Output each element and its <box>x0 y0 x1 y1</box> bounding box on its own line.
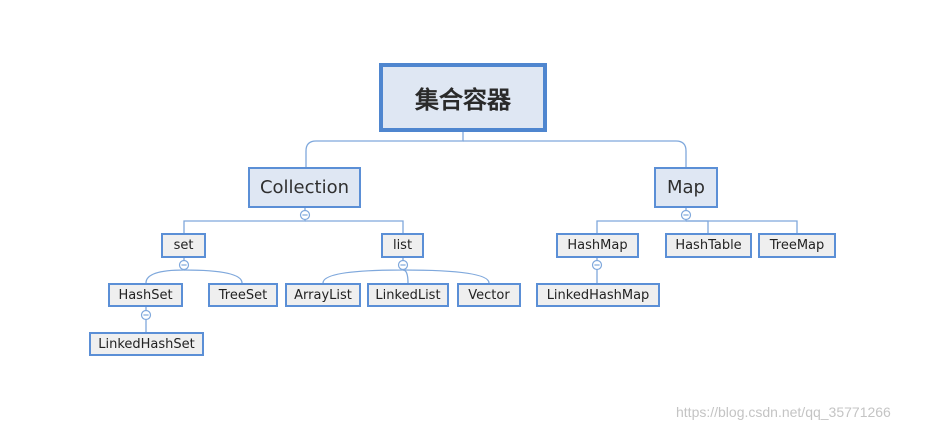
list-node[interactable]: list <box>381 233 424 258</box>
linkedhashmap-node[interactable]: LinkedHashMap <box>536 283 660 307</box>
set-node[interactable]: set <box>161 233 206 258</box>
arraylist-node[interactable]: ArrayList <box>285 283 361 307</box>
hashset-node[interactable]: HashSet <box>108 283 183 307</box>
collapse-icon[interactable] <box>299 209 311 221</box>
watermark-text: https://blog.csdn.net/qq_35771266 <box>676 404 891 420</box>
collapse-icon[interactable] <box>591 259 603 271</box>
linkedlist-node[interactable]: LinkedList <box>367 283 449 307</box>
map-node[interactable]: Map <box>654 167 718 208</box>
collapse-icon[interactable] <box>397 259 409 271</box>
root-node[interactable]: 集合容器 <box>379 63 547 132</box>
hashmap-node[interactable]: HashMap <box>556 233 639 258</box>
vector-node[interactable]: Vector <box>457 283 521 307</box>
collapse-icon[interactable] <box>140 309 152 321</box>
collapse-icon[interactable] <box>178 259 190 271</box>
collapse-icon[interactable] <box>680 209 692 221</box>
collection-node[interactable]: Collection <box>248 167 361 208</box>
hashtable-node[interactable]: HashTable <box>665 233 752 258</box>
linkedhashset-node[interactable]: LinkedHashSet <box>89 332 204 356</box>
treeset-node[interactable]: TreeSet <box>208 283 278 307</box>
treemap-node[interactable]: TreeMap <box>758 233 836 258</box>
